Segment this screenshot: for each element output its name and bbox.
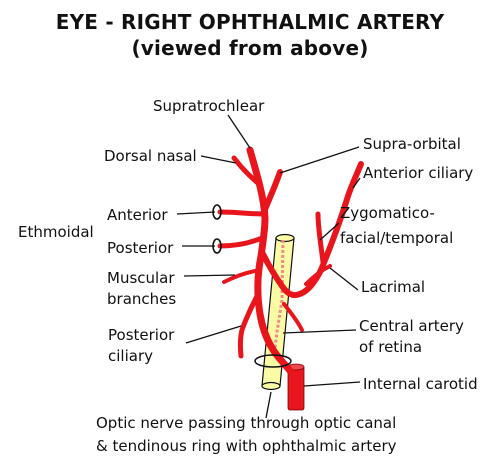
label-zygomatico-line2: facial/temporal [340, 229, 454, 247]
label-posterior-ciliary-line2: ciliary [108, 347, 153, 365]
caption-line-2: & tendinous ring with ophthalmic artery [96, 437, 397, 455]
label-supratrochlear: Supratrochlear [153, 97, 265, 115]
label-dorsal-nasal: Dorsal nasal [104, 147, 197, 165]
label-anterior-ciliary: Anterior ciliary [363, 164, 474, 182]
label-zygomatico-line1: Zygomatico- [340, 204, 435, 222]
title-line-2: (viewed from above) [131, 36, 369, 60]
internal-carotid-artery [287, 363, 305, 411]
label-lacrimal: Lacrimal [361, 278, 426, 296]
label-posterior-ciliary-line1: Posterior [108, 326, 175, 344]
label-ethmoidal: Ethmoidal [18, 223, 94, 241]
leader-lines [176, 114, 361, 419]
caption-line-1: Optic nerve passing through optic canal [96, 414, 397, 432]
label-anterior-ethmoidal: Anterior [107, 206, 168, 224]
label-muscular-line2: branches [107, 290, 177, 308]
ophthalmic-artery [217, 146, 364, 376]
title-line-1: EYE - RIGHT OPHTHALMIC ARTERY [55, 10, 445, 34]
label-supra-orbital: Supra-orbital [363, 135, 461, 153]
tendinous-ring [254, 354, 292, 368]
label-posterior-ethmoidal: Posterior [107, 239, 174, 257]
label-muscular-line1: Muscular [107, 269, 175, 287]
label-central-artery-line2: of retina [359, 338, 423, 356]
label-central-artery-line1: Central artery [359, 317, 464, 335]
central-artery-of-retina [272, 239, 285, 357]
label-internal-carotid: Internal carotid [363, 375, 478, 393]
